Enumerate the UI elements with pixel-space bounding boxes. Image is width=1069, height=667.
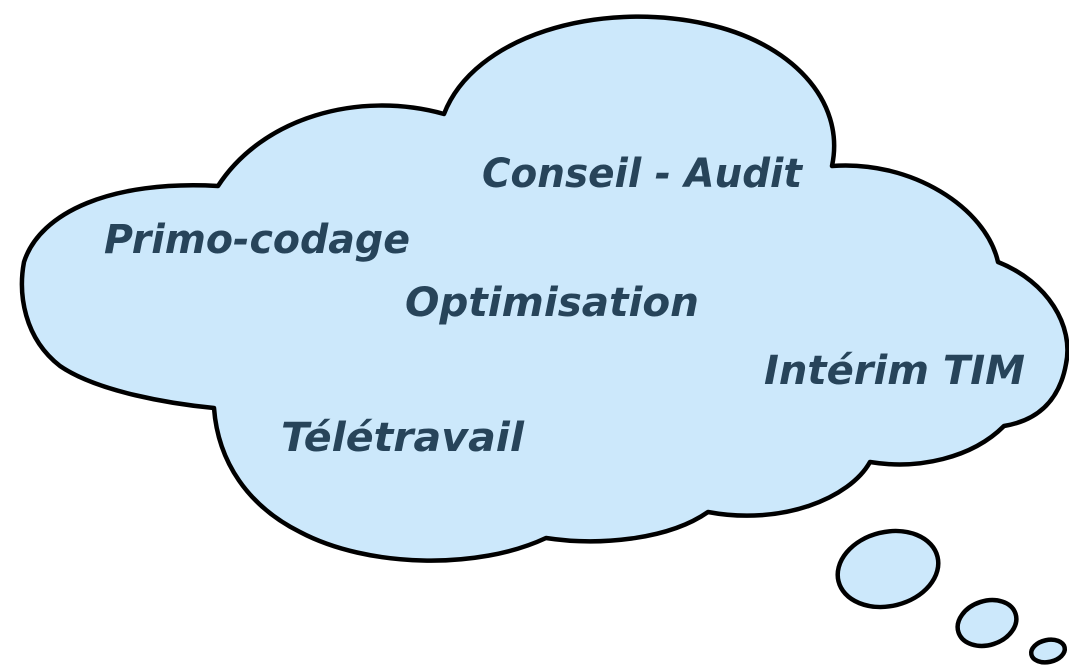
thought-bubble-large bbox=[835, 528, 941, 610]
label-conseil-audit: Conseil - Audit bbox=[482, 151, 804, 197]
label-optimisation: Optimisation bbox=[405, 280, 699, 326]
thought-bubble-medium bbox=[955, 597, 1019, 649]
label-primo-codage: Primo-codage bbox=[104, 217, 410, 263]
thought-cloud bbox=[19, 14, 1069, 563]
label-teletravail: Télétravail bbox=[281, 415, 525, 461]
thought-bubble-small bbox=[1028, 637, 1068, 665]
label-interim-tim: Intérim TIM bbox=[764, 348, 1025, 394]
